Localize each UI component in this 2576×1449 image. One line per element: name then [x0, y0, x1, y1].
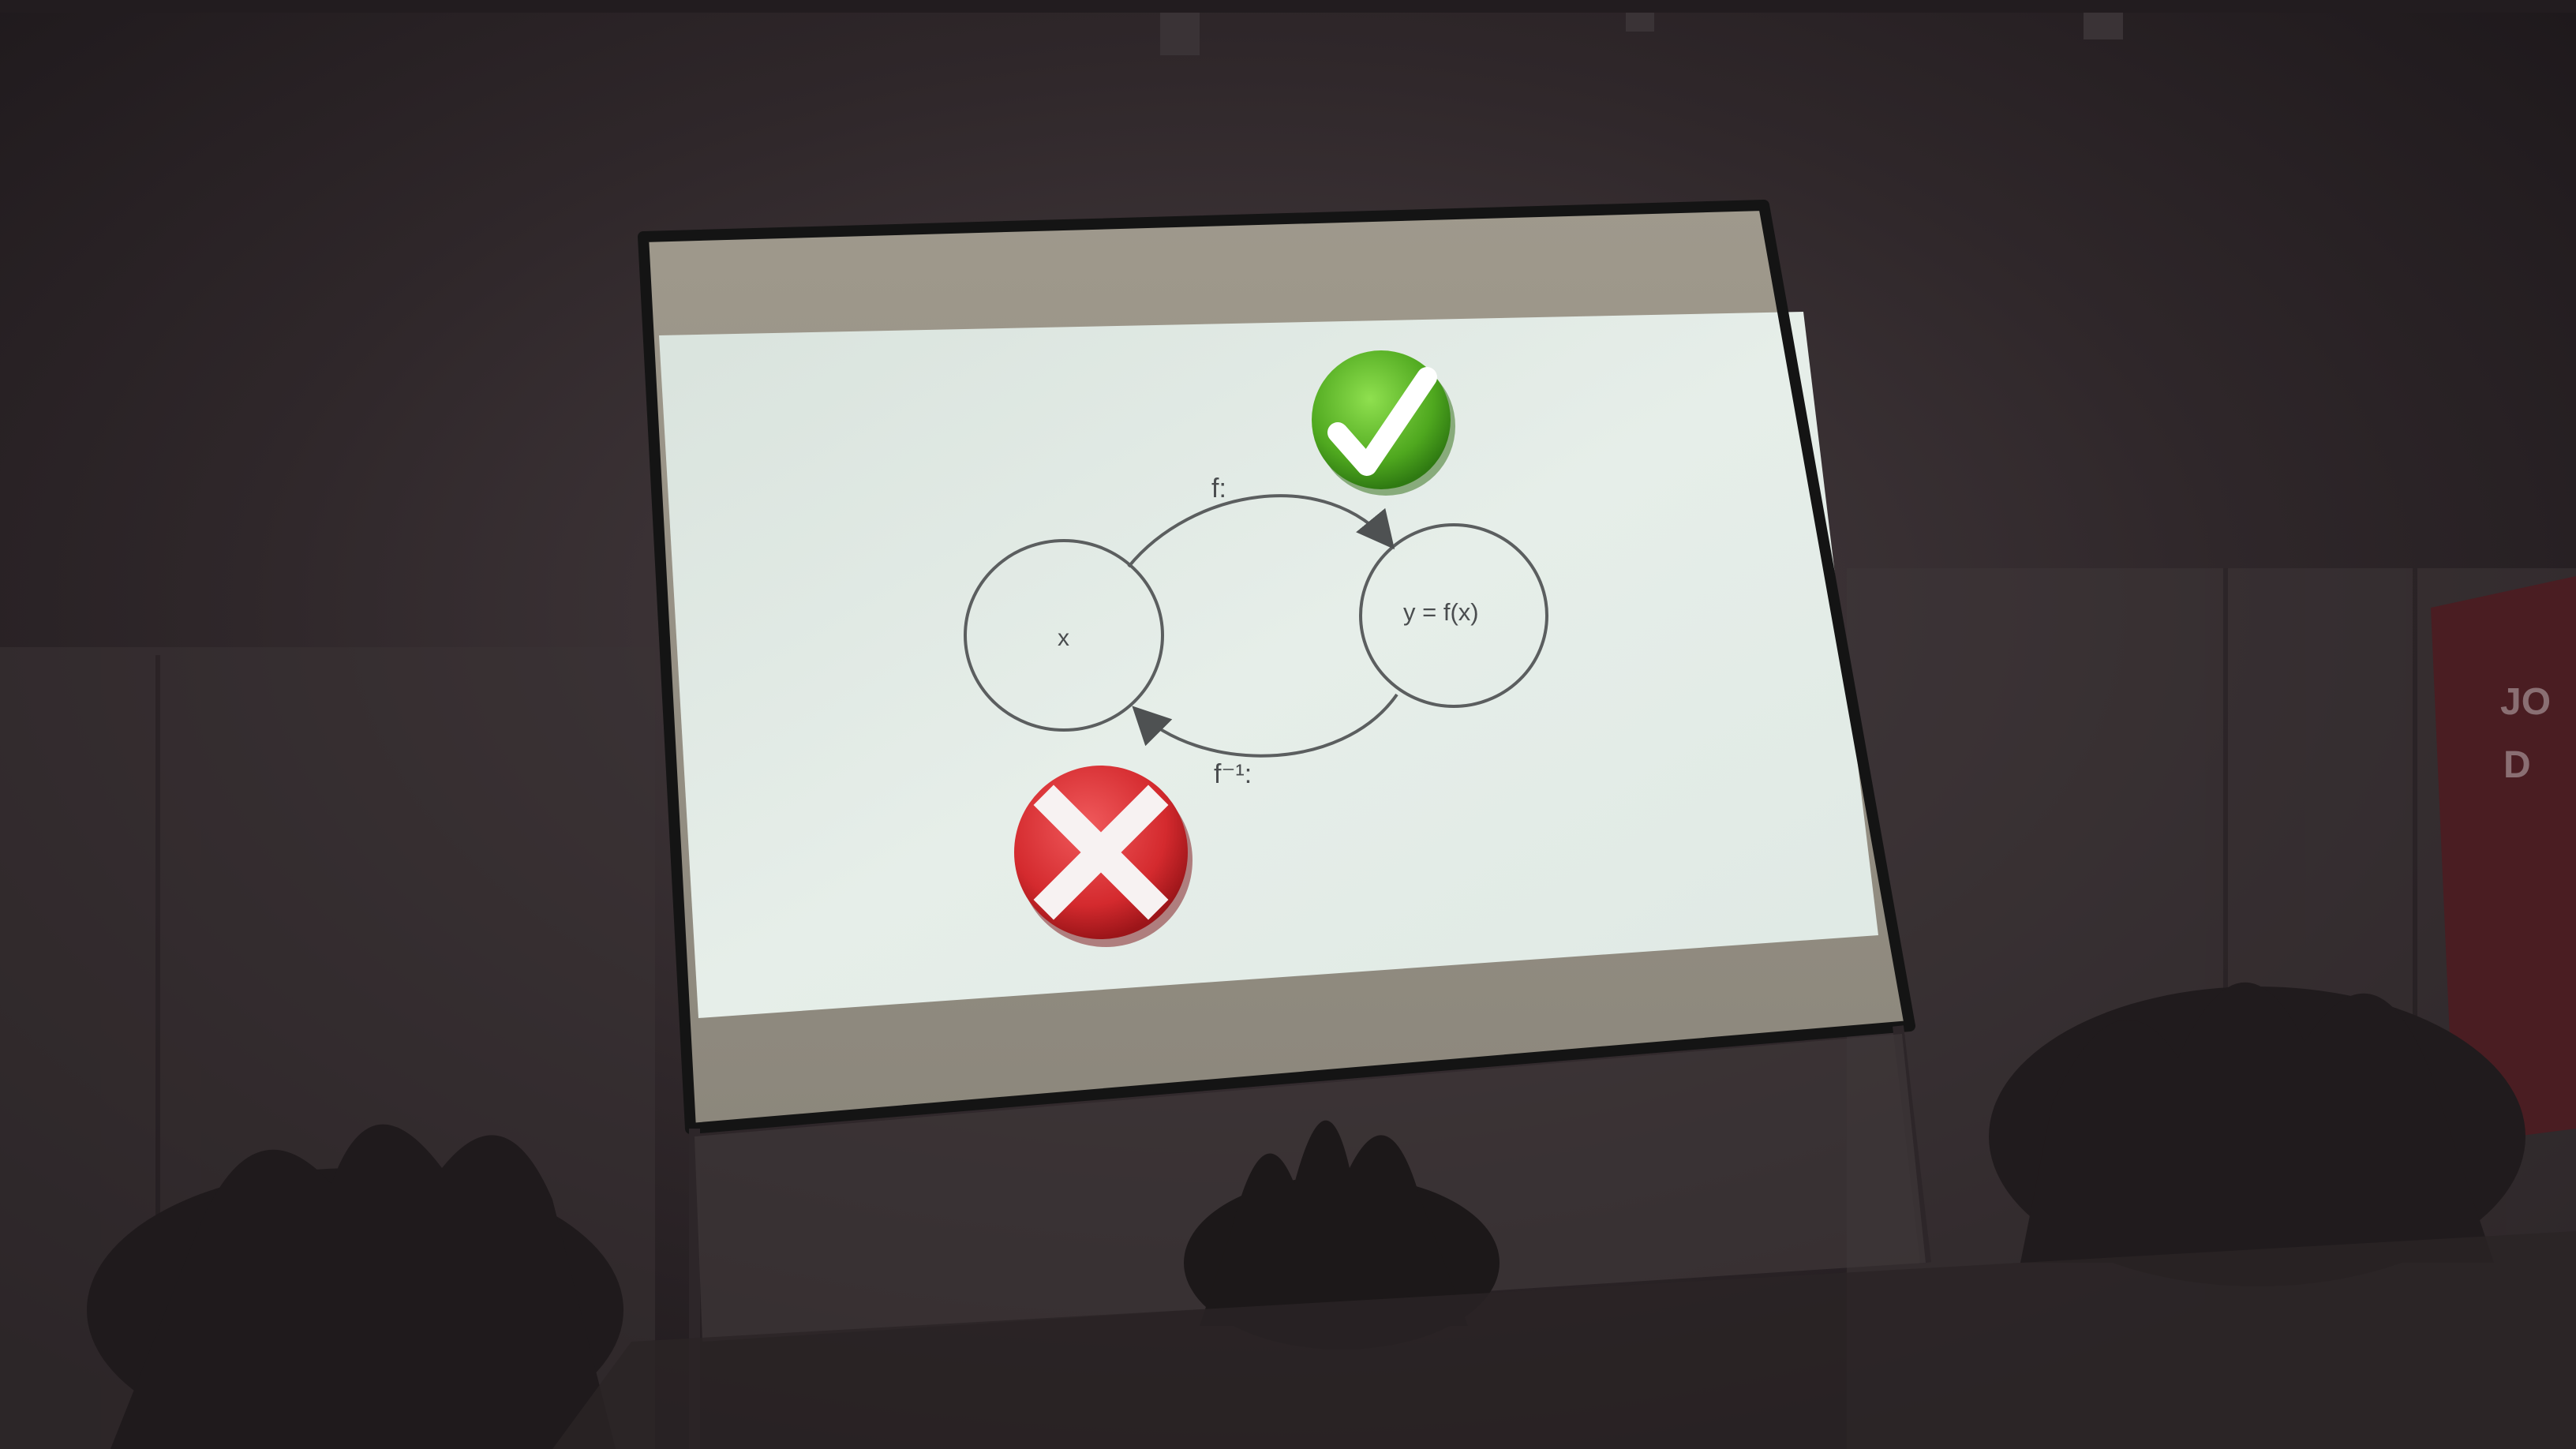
- inverse-arrow: [1132, 693, 1398, 758]
- domain-node-label: x: [1058, 625, 1069, 651]
- wall-sign-line2: D: [2503, 744, 2531, 786]
- forward-arrow: [1127, 494, 1395, 568]
- plant-right: [1989, 982, 2525, 1286]
- red-x-icon: [1014, 766, 1193, 947]
- inverse-arrow-label: f⁻¹:: [1214, 759, 1252, 789]
- projected-slide: [659, 312, 1878, 1018]
- projection-screen-frame: [638, 200, 1915, 1134]
- codomain-node-label: y = f(x): [1403, 598, 1479, 626]
- wall-sign: JO D: [2431, 576, 2576, 1144]
- green-checkmark-icon: [1312, 350, 1455, 496]
- codomain-node: [1359, 523, 1548, 708]
- forward-arrow-label: f:: [1211, 474, 1226, 504]
- function-diagram: x y = f(x) f: f⁻¹:: [964, 474, 1548, 789]
- wall-sign-line1: JO: [2500, 681, 2551, 723]
- ceiling-fixtures: [0, 0, 2576, 55]
- plant-left: [87, 1124, 623, 1449]
- domain-node: [964, 539, 1164, 732]
- stage-floor: [552, 1231, 2576, 1449]
